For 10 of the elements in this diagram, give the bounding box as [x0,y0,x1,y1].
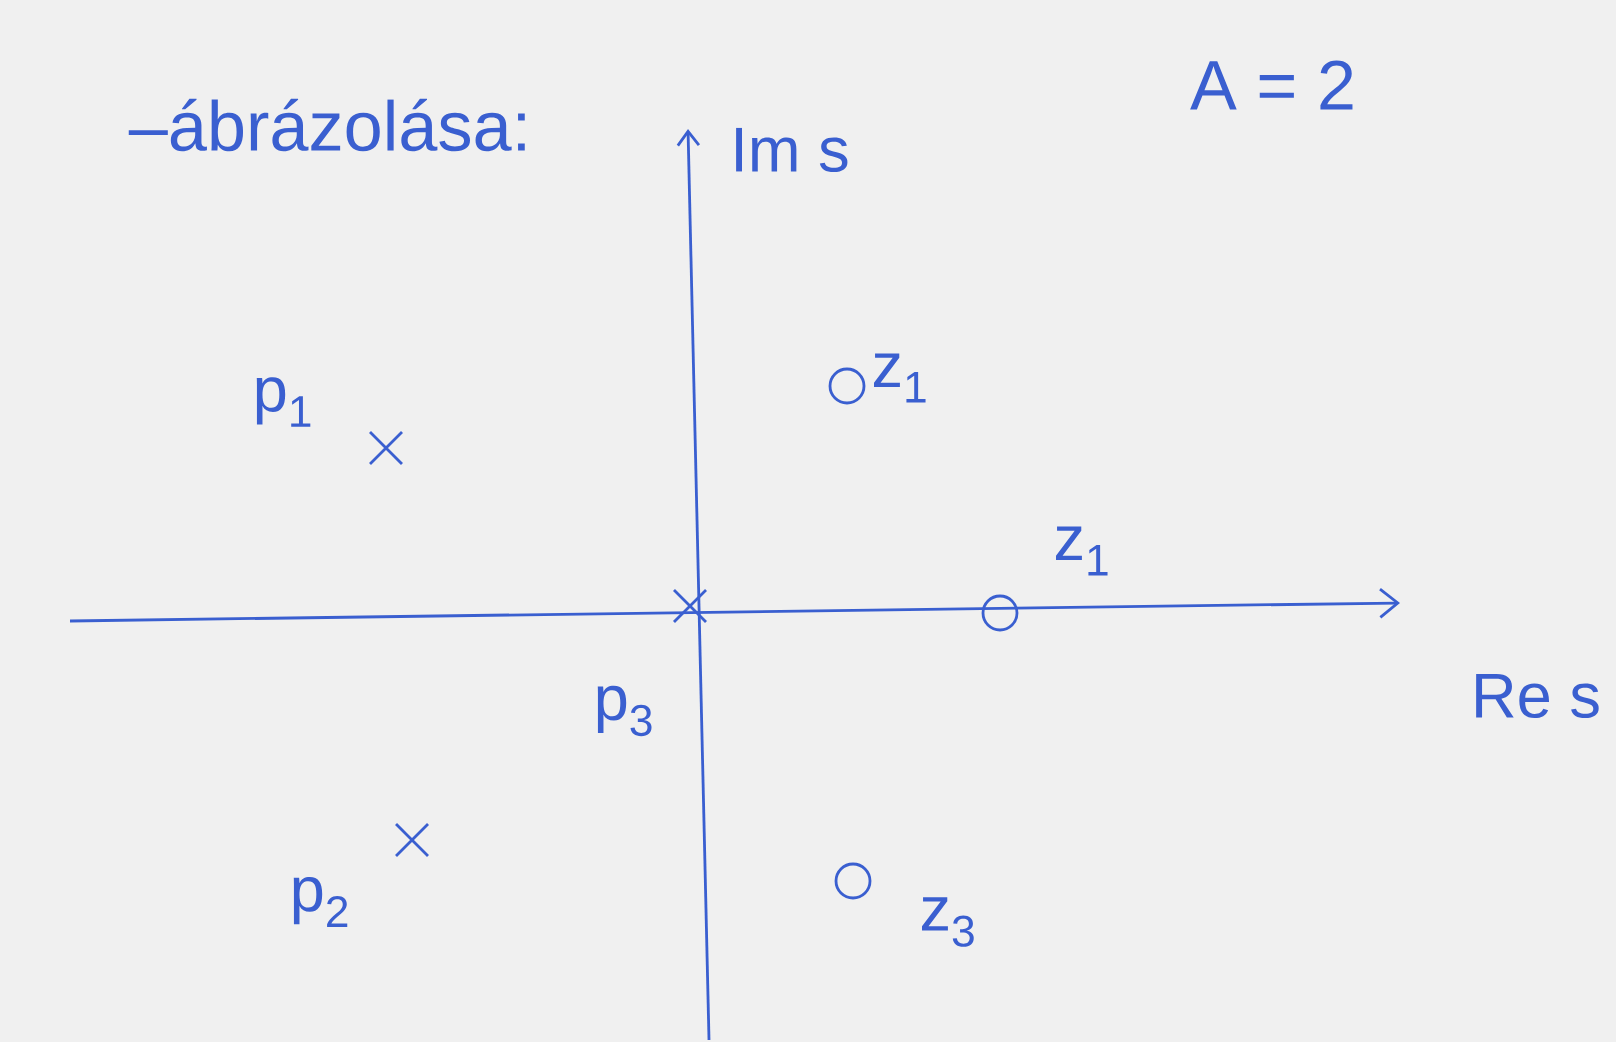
axis-label: Im s [736,127,848,173]
pole-label: p$_{1}$ [256,377,311,427]
pole-label: p$_{3}$ [597,685,652,737]
heading-text: –ábrázolása: [128,98,525,152]
zero-label: z$_{1}$ [1056,526,1108,576]
zero-label: z$_{3}$ [922,897,974,947]
pole-label: p$_{2}$ [293,877,348,927]
axis-label: Re s [1476,673,1599,719]
gain-text: A = 2 [1190,60,1353,110]
zero-label: z$_{1}$ [874,353,926,403]
